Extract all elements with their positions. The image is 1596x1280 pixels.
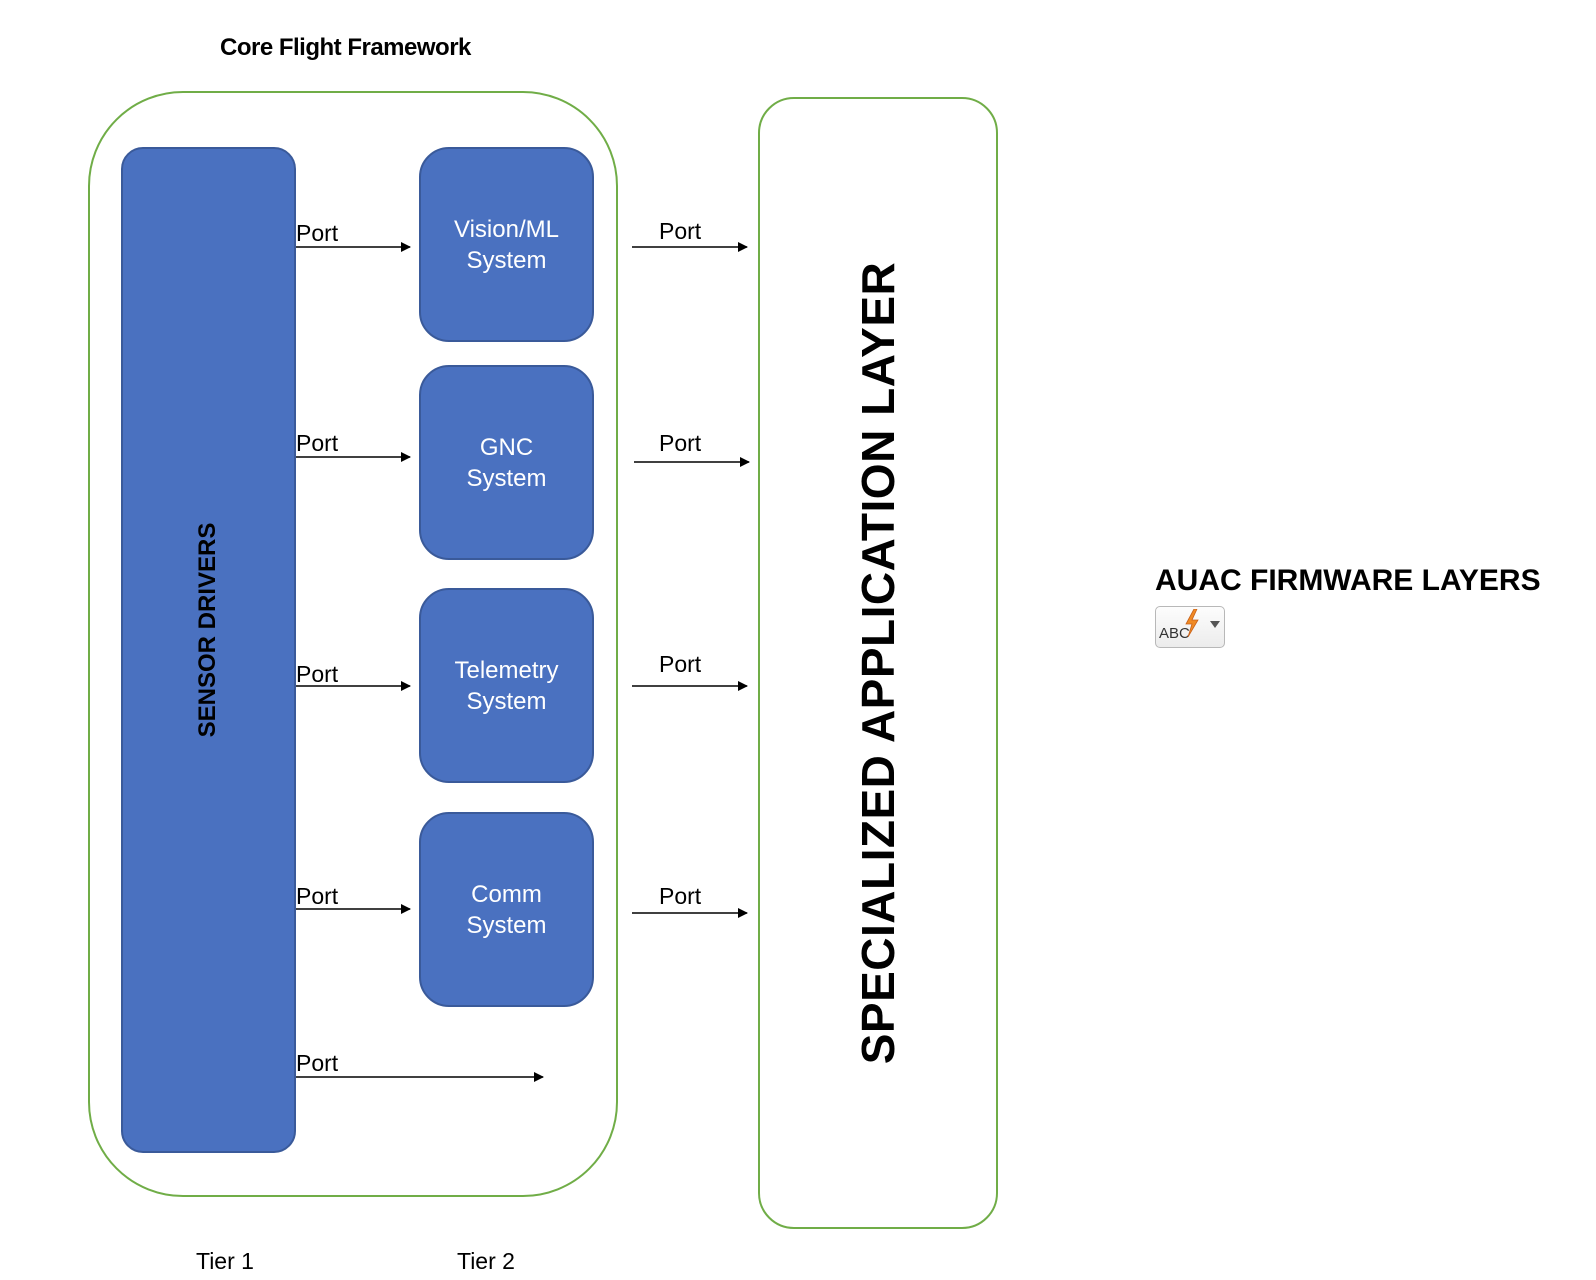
port-label-tier1: Port [296, 1050, 339, 1076]
gnc-system-box: GNC System [419, 365, 594, 560]
system-label-line2: System [466, 911, 547, 939]
system-label-line1: Telemetry [454, 656, 559, 684]
system-label-line1: GNC [479, 433, 534, 461]
system-label-line2: System [466, 687, 547, 715]
autocorrect-options-button[interactable]: ABC [1155, 606, 1225, 648]
system-label-line2: System [466, 464, 547, 492]
system-label-line2: System [466, 246, 547, 274]
core-flight-framework-container [88, 91, 618, 1197]
port-label-tier2: Port [659, 883, 702, 909]
autocorrect-abc-text: ABC [1159, 625, 1190, 642]
port-label-tier2: Port [659, 651, 702, 677]
firmware-layers-title: AUAC FIRMWARE LAYERS [1155, 564, 1541, 597]
lightning-bolt-icon [1185, 609, 1199, 637]
sensor-drivers-box [121, 147, 296, 1153]
port-label-tier1: Port [296, 661, 339, 687]
port-label-tier1: Port [296, 220, 339, 246]
port-label-tier2: Port [659, 218, 702, 244]
port-label-tier2: Port [659, 430, 702, 456]
system-label-line1: Vision/ML [454, 215, 559, 243]
specialized-application-layer-box [758, 97, 998, 1229]
framework-title: Core Flight Framework [220, 34, 471, 61]
tier-1-label: Tier 1 [196, 1248, 254, 1274]
vision-ml-system-box: Vision/ML System [419, 147, 594, 342]
dropdown-caret-icon [1210, 621, 1220, 628]
tier-2-label: Tier 2 [457, 1248, 515, 1274]
system-label-line1: Comm [471, 880, 542, 908]
port-label-tier1: Port [296, 883, 339, 909]
port-label-tier1: Port [296, 430, 339, 456]
